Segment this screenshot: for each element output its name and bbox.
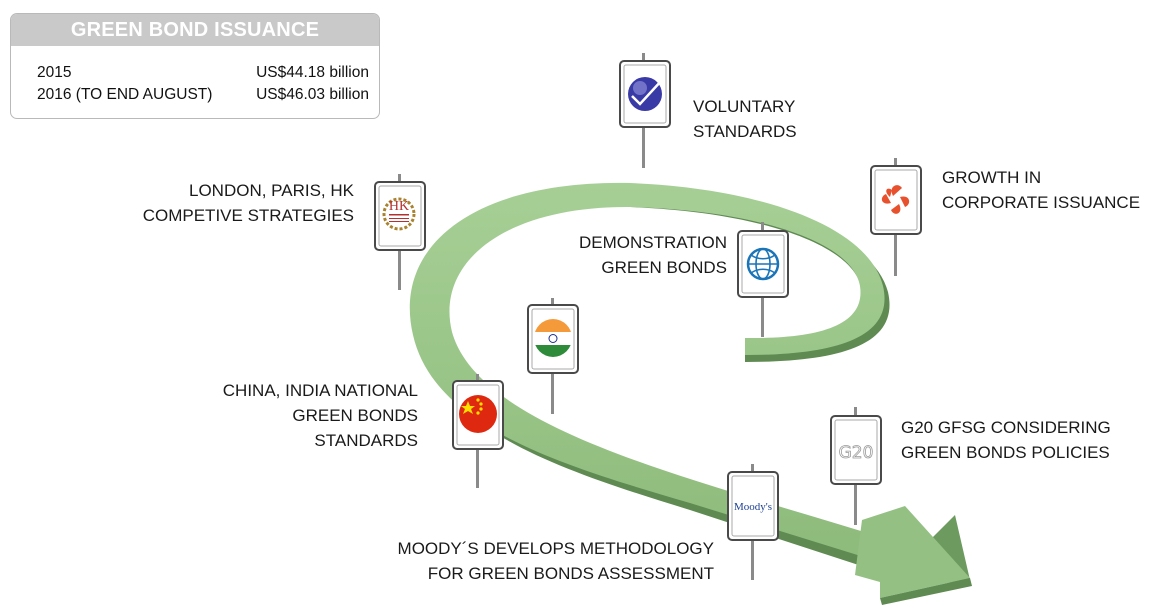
g20-logo-icon: G20 xyxy=(838,443,874,464)
label-line: CORPORATE ISSUANCE xyxy=(942,193,1141,212)
label-line: GROWTH IN xyxy=(942,168,1042,187)
label-london-paris-hk: LONDON, PARIS, HK COMPETIVE STRATEGIES xyxy=(143,178,354,228)
label-line: MOODY´S DEVELOPS METHODOLOGY xyxy=(397,539,714,558)
sign-china xyxy=(452,374,504,488)
label-line: COMPETIVE STRATEGIES xyxy=(142,206,354,225)
summary-amount: US$44.18 billion xyxy=(256,64,369,81)
label-line: GREEN BONDS xyxy=(601,258,727,277)
summary-year: 2016 (TO END AUGUST) xyxy=(37,86,213,103)
label-growth-corporate: GROWTH IN CORPORATE ISSUANCE xyxy=(942,165,1140,215)
hk-logo-icon: HK xyxy=(382,197,416,231)
svg-text:G20: G20 xyxy=(839,443,874,463)
label-line: G20 GFSG CONSIDERING xyxy=(901,418,1111,437)
moodys-logo-icon: Moody's xyxy=(734,501,772,513)
svg-text:HK: HK xyxy=(389,199,409,214)
label-line: LONDON, PARIS, HK xyxy=(189,181,354,200)
label-line: DEMONSTRATION xyxy=(579,233,727,252)
sign-growth-corporate xyxy=(870,158,922,276)
label-line: VOLUNTARY xyxy=(693,97,796,116)
spiral-arrow-head-shadow xyxy=(880,578,972,605)
sign-moodys: Moody's xyxy=(727,464,779,580)
india-flag-icon xyxy=(534,319,572,357)
label-line: GREEN BONDS POLICIES xyxy=(901,443,1110,462)
china-flag-icon xyxy=(459,395,497,433)
world-bank-globe-icon xyxy=(746,247,780,281)
label-line: GREEN BONDS xyxy=(292,406,418,425)
sign-india xyxy=(527,298,579,414)
label-demonstration: DEMONSTRATION GREEN BONDS xyxy=(579,230,727,280)
svg-text:Moody's: Moody's xyxy=(734,501,772,513)
spiral-arrow-head xyxy=(855,506,970,598)
summary-title: GREEN BOND ISSUANCE xyxy=(11,14,379,46)
label-g20: G20 GFSG CONSIDERING GREEN BONDS POLICIE… xyxy=(901,415,1111,465)
sign-london-paris-hk: HK xyxy=(374,174,426,290)
green-bond-issuance-box: GREEN BOND ISSUANCE 2015 US$44.18 billio… xyxy=(10,13,380,119)
label-line: FOR GREEN BONDS ASSESSMENT xyxy=(427,564,714,583)
summary-year: 2015 xyxy=(37,64,72,81)
label-line: STANDARDS xyxy=(693,122,797,141)
sign-demonstration xyxy=(737,222,789,337)
sign-g20: G20 xyxy=(830,407,882,525)
label-line: STANDARDS xyxy=(314,431,418,450)
spiral-arrow-body-shadow xyxy=(416,189,890,572)
label-moodys: MOODY´S DEVELOPS METHODOLOGY FOR GREEN B… xyxy=(398,536,714,586)
sign-voluntary-standards xyxy=(619,53,671,168)
checkmark-sphere-icon xyxy=(628,77,663,111)
hong-kong-orchid-icon xyxy=(881,185,910,214)
label-line: CHINA, INDIA NATIONAL xyxy=(222,381,418,400)
label-china-india: CHINA, INDIA NATIONAL GREEN BONDS STANDA… xyxy=(223,378,418,453)
spiral-arrow-body xyxy=(409,182,890,562)
label-voluntary-standards: VOLUNTARY STANDARDS xyxy=(693,94,797,144)
summary-amount: US$46.03 billion xyxy=(256,86,369,103)
